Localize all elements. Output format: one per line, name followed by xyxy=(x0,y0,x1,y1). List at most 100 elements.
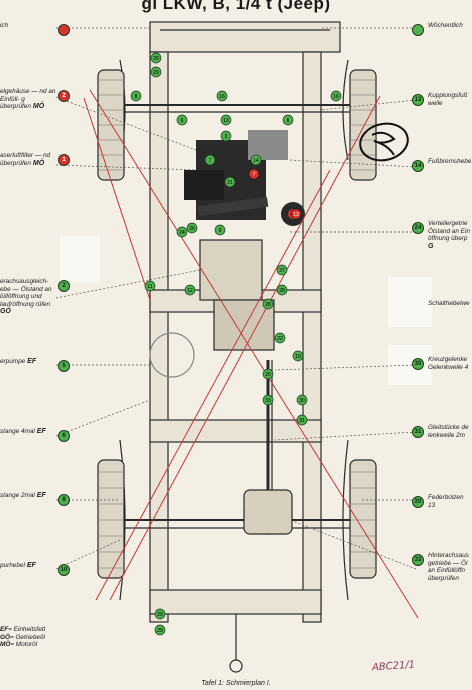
lube-marker-icon: 31 xyxy=(412,426,424,438)
right-label-text: Federbolzen 13 xyxy=(428,494,464,509)
left-label-text: aserluftfilter — nd überprüfen xyxy=(0,152,51,167)
lube-marker-icon: 13 xyxy=(412,94,424,106)
page-title: gl LKW, B, 1/4 t (Jeep) xyxy=(141,0,331,13)
left-label-text: stange 2mal xyxy=(0,492,35,499)
lube-point-marker xyxy=(150,52,162,64)
lube-point-marker xyxy=(330,90,342,102)
legend-row: MÖ= Motoröl xyxy=(0,641,45,649)
lube-point-number: 14 xyxy=(253,158,259,164)
lube-point-marker xyxy=(186,222,198,234)
lube-point-number: 12 xyxy=(187,288,193,294)
right-label-item: Schalthebelwe xyxy=(428,300,472,308)
handwritten-scribble xyxy=(359,122,409,162)
left-label-item: erachsausgleich- ebe — Ölstand an lüllöf… xyxy=(0,278,56,316)
right-label-text: Fußbremshebe xyxy=(428,158,472,165)
lube-marker-icon: 6 xyxy=(58,430,70,442)
lube-point-number: 16 xyxy=(219,94,225,100)
lube-point-number: 29 xyxy=(157,628,163,634)
lube-point-marker xyxy=(276,264,288,276)
lube-point-number: 22 xyxy=(277,336,283,342)
lube-point-marker xyxy=(144,280,156,292)
lube-point-number: 6 xyxy=(181,118,184,124)
right-label-text: Gleitstücke de lenkwelle 2m xyxy=(428,424,469,439)
lube-point-marker xyxy=(154,608,166,620)
legend-code: MÖ xyxy=(0,641,11,648)
lube-point-marker xyxy=(224,176,236,188)
left-label-text: ich xyxy=(0,22,9,29)
lube-marker-icon: 30 xyxy=(412,358,424,370)
lube-point-marker xyxy=(154,624,166,636)
left-label-code: MÖ xyxy=(30,159,45,167)
left-label-text: erachsausgleich- ebe — Ölstand an lüllöf… xyxy=(0,278,52,308)
lube-marker-icon: 5 xyxy=(58,360,70,372)
left-label-text: purhebel xyxy=(0,562,25,569)
lube-point-number: 30 xyxy=(299,398,305,404)
lube-point-marker xyxy=(150,66,162,78)
left-label-code: EF xyxy=(25,358,37,365)
lube-marker-icon: 24 xyxy=(412,222,424,234)
lube-point-marker xyxy=(176,226,188,238)
legend-row: EF= Einheitsfett xyxy=(0,626,45,634)
left-label-item: elgehäuse — nd an Einfüll- g überprüfen … xyxy=(0,88,56,111)
right-label-item: Federbolzen 13 xyxy=(428,494,472,509)
lube-marker-icon: 2 xyxy=(58,280,70,292)
right-label-item: Verteilergetrie Ölstand an Ein öffnung ü… xyxy=(428,220,472,250)
lube-point-number: 29 xyxy=(153,56,159,62)
left-label-item: ich xyxy=(0,22,56,30)
lube-marker-icon: 33 xyxy=(412,554,424,566)
right-label-item: Gleitstücke de lenkwelle 2m xyxy=(428,424,472,439)
lube-point-marker xyxy=(214,224,226,236)
right-label-text: Schalthebelwe xyxy=(428,300,470,307)
lube-point-number: 20 xyxy=(265,372,271,378)
left-label-item: aserluftfilter — nd überprüfen MÖ xyxy=(0,152,56,167)
lube-point-marker xyxy=(274,332,286,344)
lube-point-marker xyxy=(282,114,294,126)
oil-point-number: 13 xyxy=(293,212,299,218)
lube-point-number: 31 xyxy=(299,418,305,424)
lube-point-number: 3 xyxy=(225,134,228,140)
lube-point-number: 19 xyxy=(295,354,301,360)
figure-caption: Tafel 1: Schmierplan I. xyxy=(201,680,271,687)
lube-point-marker xyxy=(296,394,308,406)
lube-point-number: 13 xyxy=(223,118,229,124)
lube-point-marker xyxy=(262,368,274,380)
legend-text: = Getriebeöl xyxy=(9,633,45,641)
right-label-text: Wöchentlich xyxy=(428,22,463,29)
engine-block xyxy=(184,130,305,226)
right-label-text: Kupplungsfuß welle xyxy=(428,92,468,107)
lube-marker-icon: 1 xyxy=(58,154,70,166)
chassis-frame xyxy=(110,21,360,673)
left-label-item: purhebel EF xyxy=(0,562,56,570)
lube-point-number: 11 xyxy=(147,284,152,290)
lube-point-number: 28 xyxy=(279,288,285,294)
left-label-code: MÖ xyxy=(30,103,45,110)
right-label-code: G xyxy=(428,242,434,250)
lube-marker-icon: 20 xyxy=(412,496,424,508)
oil-point-number: 7 xyxy=(253,172,256,178)
legend-row: GÖ= Getriebeöl xyxy=(0,634,45,642)
lube-point-marker xyxy=(216,90,228,102)
lube-marker-icon: 8 xyxy=(58,494,70,506)
lube-marker-icon xyxy=(412,24,424,36)
lube-marker-icon: 10 xyxy=(58,564,70,576)
lube-point-number: 33 xyxy=(265,398,271,404)
right-label-item: Kreuzgelenke Gelenkwelle 4 xyxy=(428,356,472,371)
right-label-text: Kreuzgelenke Gelenkwelle 4 xyxy=(428,356,469,371)
lube-point-number: 16 xyxy=(333,94,339,100)
lube-point-number: 29 xyxy=(153,70,159,76)
right-label-text: Hinterachsaus getriebe — Öl an Einfüllöf… xyxy=(428,552,469,582)
left-label-code: EF xyxy=(34,492,46,499)
legend-code: EF xyxy=(0,626,9,633)
lube-point-marker xyxy=(276,284,288,296)
right-label-item: Wöchentlich xyxy=(428,22,472,30)
left-label-item: erpumpe EF xyxy=(0,358,56,366)
lube-point-number: 29 xyxy=(157,612,163,618)
left-label-text: erpumpe xyxy=(0,358,26,365)
lube-point-marker xyxy=(130,90,142,102)
lube-point-number: 6 xyxy=(287,118,290,124)
lube-point-number: 9 xyxy=(219,228,222,234)
legend-text: = Einheitsfett xyxy=(8,626,46,633)
left-label-item: stange 2mal EF xyxy=(0,492,56,500)
